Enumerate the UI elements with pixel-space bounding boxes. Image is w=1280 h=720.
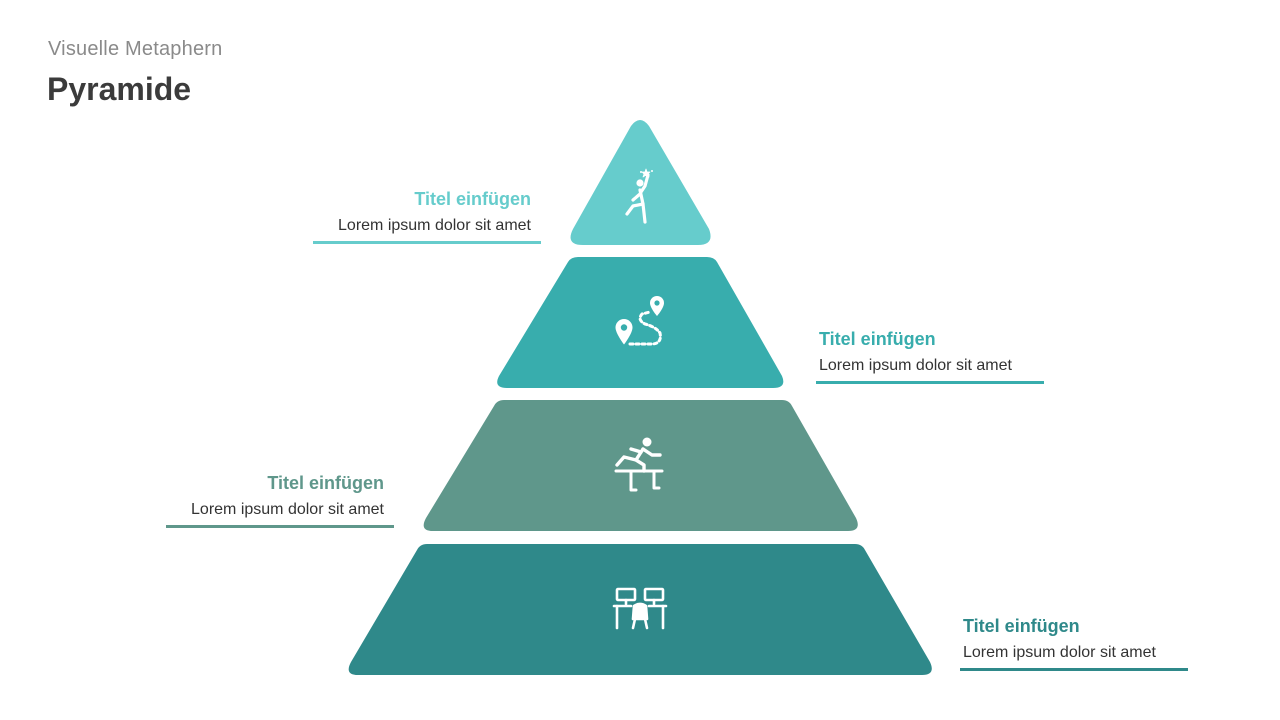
pyramid-level-3 — [423, 400, 858, 531]
pyramid-level-4 — [348, 544, 932, 675]
level-1-text: Lorem ipsum dolor sit amet — [338, 217, 531, 234]
pyramid-level-2-shape — [497, 257, 784, 388]
slide-subtitle: Visuelle Metaphern — [48, 38, 223, 60]
achievement-person-icon — [625, 168, 653, 224]
route-pins-icon — [615, 296, 664, 346]
level-4-text: Lorem ipsum dolor sit amet — [963, 644, 1156, 661]
level-1-underline — [313, 241, 541, 244]
level-3-label: Titel einfügen Lorem ipsum dolor sit ame… — [166, 472, 394, 528]
hurdle-runner-icon — [614, 437, 664, 492]
level-3-text: Lorem ipsum dolor sit amet — [191, 501, 384, 518]
pyramid-level-1 — [570, 120, 711, 245]
level-4-underline — [960, 668, 1188, 671]
level-2-text: Lorem ipsum dolor sit amet — [819, 357, 1012, 374]
level-3-underline — [166, 525, 394, 528]
slide-title: Pyramide — [47, 71, 192, 107]
level-1-title: Titel einfügen — [414, 189, 531, 209]
level-4-title: Titel einfügen — [963, 616, 1080, 636]
workstations-icon — [612, 587, 668, 630]
level-2-title: Titel einfügen — [819, 329, 936, 349]
level-3-title: Titel einfügen — [267, 473, 384, 493]
pyramid-level-2 — [497, 257, 784, 388]
level-2-label: Titel einfügen Lorem ipsum dolor sit ame… — [816, 328, 1044, 384]
pyramid-level-3-shape — [423, 400, 858, 531]
level-2-underline — [816, 381, 1044, 384]
level-1-label: Titel einfügen Lorem ipsum dolor sit ame… — [313, 188, 541, 244]
level-4-label: Titel einfügen Lorem ipsum dolor sit ame… — [960, 615, 1188, 671]
